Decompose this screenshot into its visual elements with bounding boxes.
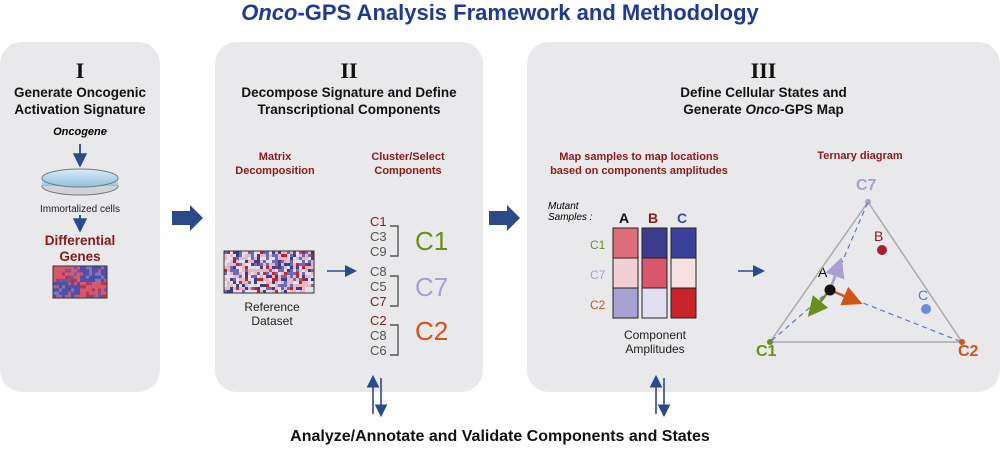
amplitude-matrix: [612, 227, 697, 319]
oncogene-label: Oncogene: [53, 126, 107, 138]
map-samples-label: Map samples to map locations based on co…: [550, 151, 728, 177]
panel-iii: [527, 42, 1000, 392]
bracket-1: [390, 225, 399, 257]
ternary-triangle: [768, 200, 964, 343]
panel-iii-heading: Define Cellular States and Generate Onco…: [680, 85, 847, 117]
reference-dataset-label: Reference Dataset: [244, 300, 300, 328]
row-label-c1: C1: [590, 238, 606, 252]
bottom-caption: Analyze/Annotate and Validate Components…: [290, 428, 710, 445]
panel-i-heading: Generate Oncogenic Activation Signature: [13, 85, 147, 117]
validate-arrows-ii: [366, 374, 388, 418]
ternary-diagram-label: Ternary diagram: [817, 150, 903, 162]
bracket-2: [390, 275, 399, 307]
panel-arrow-2: [489, 205, 520, 231]
group-label-c7: C7: [415, 272, 449, 302]
sample-header-a: A: [619, 210, 630, 226]
panel-ii-numeral: II: [340, 58, 358, 83]
differential-heatmap: [52, 265, 108, 299]
differential-genes-label: Differential Genes: [44, 233, 116, 264]
sample-header-c: C: [677, 210, 688, 226]
point-c: [921, 304, 931, 314]
title-suffix: -GPS Analysis Framework and Methodology: [297, 0, 759, 25]
petri-dish-icon: [41, 168, 119, 196]
vertex-label-c1: C1: [756, 343, 777, 360]
group-label-c2: C2: [415, 316, 449, 346]
component-group-3: C2 C8 C6: [370, 313, 387, 358]
point-label-a: A: [818, 264, 828, 280]
vertex-label-c2: C2: [958, 343, 979, 360]
point-a: [824, 284, 836, 296]
panel-arrow-1: [172, 205, 203, 231]
group-label-c1: C1: [415, 226, 449, 256]
component-group-1: C1 C3 C9: [370, 214, 387, 259]
mutant-samples-label: Mutant Samples :: [548, 201, 593, 223]
point-label-b: B: [874, 228, 884, 244]
vertex-label-c7: C7: [856, 177, 877, 194]
row-label-c2: C2: [590, 298, 606, 312]
component-group-2: C8 C5 C7: [370, 264, 387, 309]
panel-i-numeral: I: [75, 58, 85, 83]
component-amplitudes-label: Component Amplitudes: [623, 328, 687, 356]
cluster-select-label: Cluster/Select Components: [371, 151, 445, 177]
reference-dataset-heatmap: [223, 250, 315, 294]
panel-iii-numeral: III: [750, 58, 777, 83]
sample-header-b: B: [648, 210, 659, 226]
title-prefix: Onco: [241, 0, 298, 25]
panel-ii: [215, 42, 483, 392]
validate-arrows-iii: [649, 374, 671, 418]
row-label-c7: C7: [590, 268, 606, 282]
point-b: [877, 245, 887, 255]
immortalized-cells-label: Immortalized cells: [39, 204, 121, 215]
panel-ii-heading: Decompose Signature and Define Transcrip…: [241, 85, 457, 117]
page-title: Onco-GPS Analysis Framework and Methodol…: [0, 0, 1000, 26]
matrix-decomposition-label: Matrix Decomposition: [235, 151, 315, 177]
bracket-3: [390, 324, 399, 356]
point-label-c: C: [918, 287, 929, 303]
